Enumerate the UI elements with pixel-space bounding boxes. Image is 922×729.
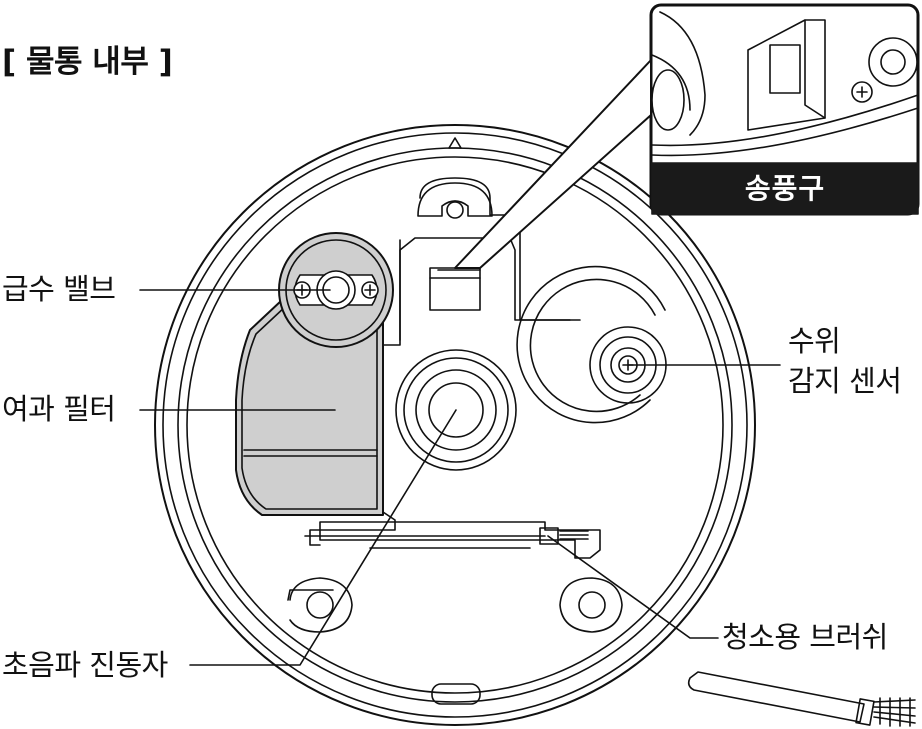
- top-tab: [417, 182, 493, 219]
- tank-body: [154, 124, 756, 726]
- label-water-level-sensor-line2: 감지 센서: [788, 364, 902, 398]
- water-level-sensor: [516, 265, 667, 424]
- mounting-feet: [289, 577, 623, 705]
- label-supply-valve: 급수 밸브: [2, 272, 116, 306]
- brush-holder: [304, 521, 601, 559]
- label-ultrasonic-vibrator: 초음파 진동자: [2, 648, 168, 682]
- label-filter: 여과 필터: [2, 392, 116, 426]
- cleaning-brush-drawing: [687, 671, 916, 727]
- label-water-level-sensor-line1: 수위: [788, 324, 841, 358]
- ultrasonic-vibrator: [395, 349, 517, 471]
- center-housing: [399, 237, 581, 341]
- top-marker: [448, 137, 462, 149]
- leader-lines: [139, 289, 781, 666]
- air-outlet: [429, 267, 481, 311]
- label-cleaning-brush: 청소용 브러쉬: [722, 620, 888, 654]
- page-title: [ 물통 내부 ]: [2, 44, 173, 80]
- filter-assembly: [235, 232, 394, 516]
- inset-callout: [454, 59, 652, 269]
- inner-wall: [287, 177, 571, 601]
- inset-view: [649, 3, 920, 216]
- inset-caption: 송풍구: [744, 172, 826, 205]
